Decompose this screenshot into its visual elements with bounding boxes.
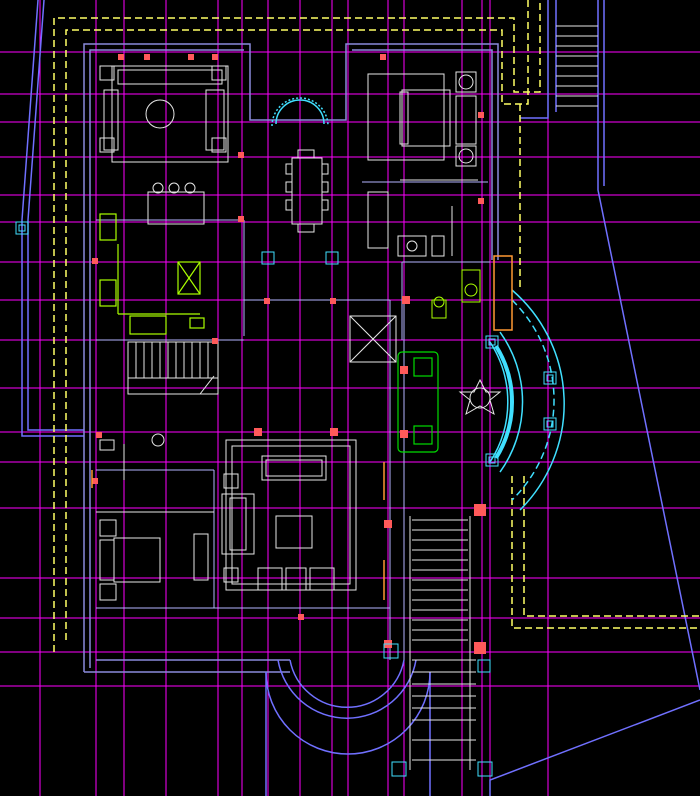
ensuite-bathroom: [367, 191, 453, 257]
guest-bedroom-furniture: [96, 511, 214, 601]
lounge-furniture: [99, 65, 229, 163]
window-openings: [91, 255, 513, 600]
dining-table-set: [285, 149, 329, 233]
interior-staircase: [127, 341, 219, 395]
south-bay-terrace: [265, 659, 431, 796]
guest-bathroom: [99, 433, 165, 480]
dining-bay-arch: [271, 97, 329, 127]
master-bedroom-furniture: [367, 71, 478, 181]
foyer-cabinet: [397, 351, 439, 453]
entrance-steps: [409, 516, 476, 770]
east-bay-window: [489, 289, 565, 511]
breakfast-counter: [147, 182, 205, 225]
kitchen-fixtures: [99, 213, 205, 335]
site-boundary: [21, 0, 700, 796]
powder-room: [431, 269, 481, 319]
star-medallion-icon: [458, 378, 502, 416]
interior-walls: [96, 181, 490, 660]
lamp-icon: [15, 221, 557, 777]
elevator-shaft: [349, 315, 397, 363]
roof-eave-outline: [53, 0, 700, 652]
living-room-furniture: [221, 439, 357, 591]
structural-columns: [92, 54, 486, 654]
north-east-stair: [556, 25, 598, 107]
exterior-walls: [83, 43, 499, 673]
